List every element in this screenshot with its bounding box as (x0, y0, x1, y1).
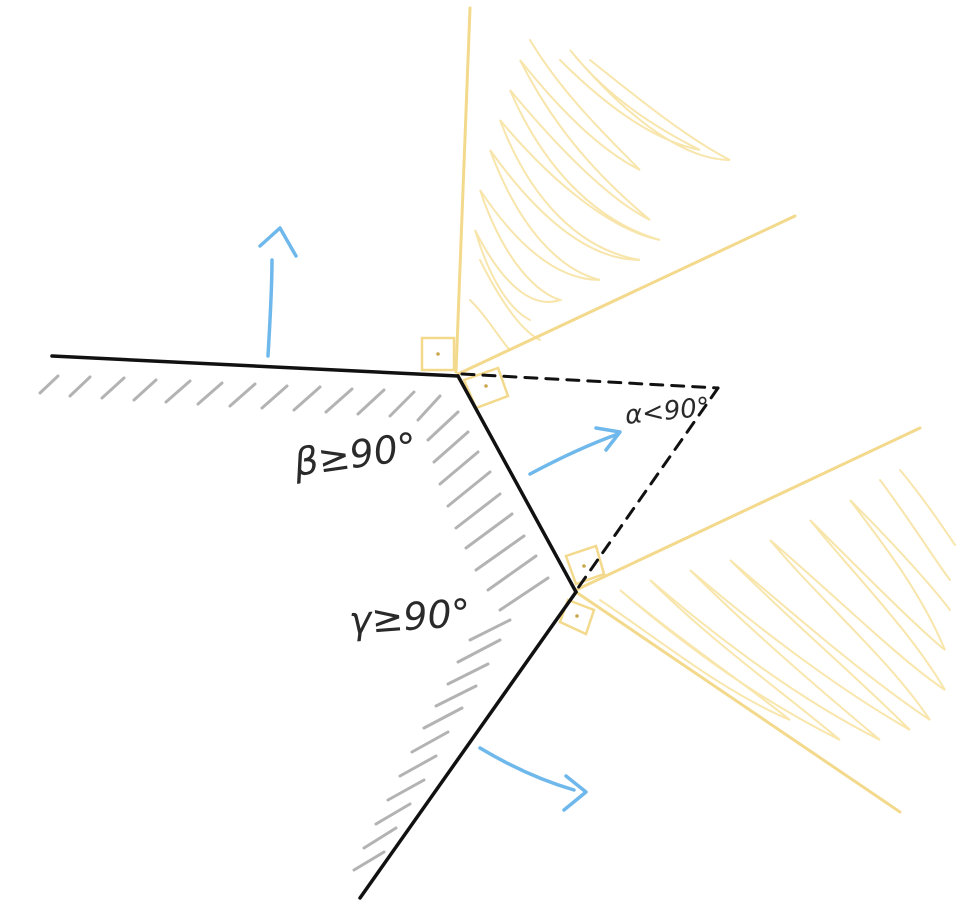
interior-hatching (38, 374, 550, 872)
right-angle-marker-1 (420, 336, 456, 372)
right-angle-marker-4 (558, 598, 596, 636)
label-gamma: γ≥90° (348, 591, 472, 643)
edge-bottom (358, 590, 578, 900)
lower-cone-scribble (599, 469, 956, 741)
polygon-edges (50, 354, 578, 900)
upper-cone-right-ray (456, 214, 797, 376)
normal-arrow-bottom (478, 746, 588, 812)
normal-arrow-middle (528, 426, 622, 476)
label-beta: β≥90° (290, 424, 419, 485)
upper-cone-left-ray (454, 6, 472, 374)
dashed-extension-upper (460, 372, 720, 390)
label-alpha: α<90° (624, 392, 712, 431)
edge-middle (456, 374, 578, 594)
dashed-extension-lower (576, 386, 720, 590)
edge-top (50, 354, 460, 378)
normal-arrows (258, 226, 622, 812)
right-angle-marker-3 (564, 544, 606, 586)
dashed-extensions (460, 372, 720, 590)
upper-cone-scribble (469, 39, 731, 351)
lower-cone-upper-ray (574, 426, 922, 592)
cone-boundaries (454, 6, 922, 814)
normal-arrow-top (258, 226, 298, 358)
lower-cone-lower-ray (574, 590, 902, 814)
